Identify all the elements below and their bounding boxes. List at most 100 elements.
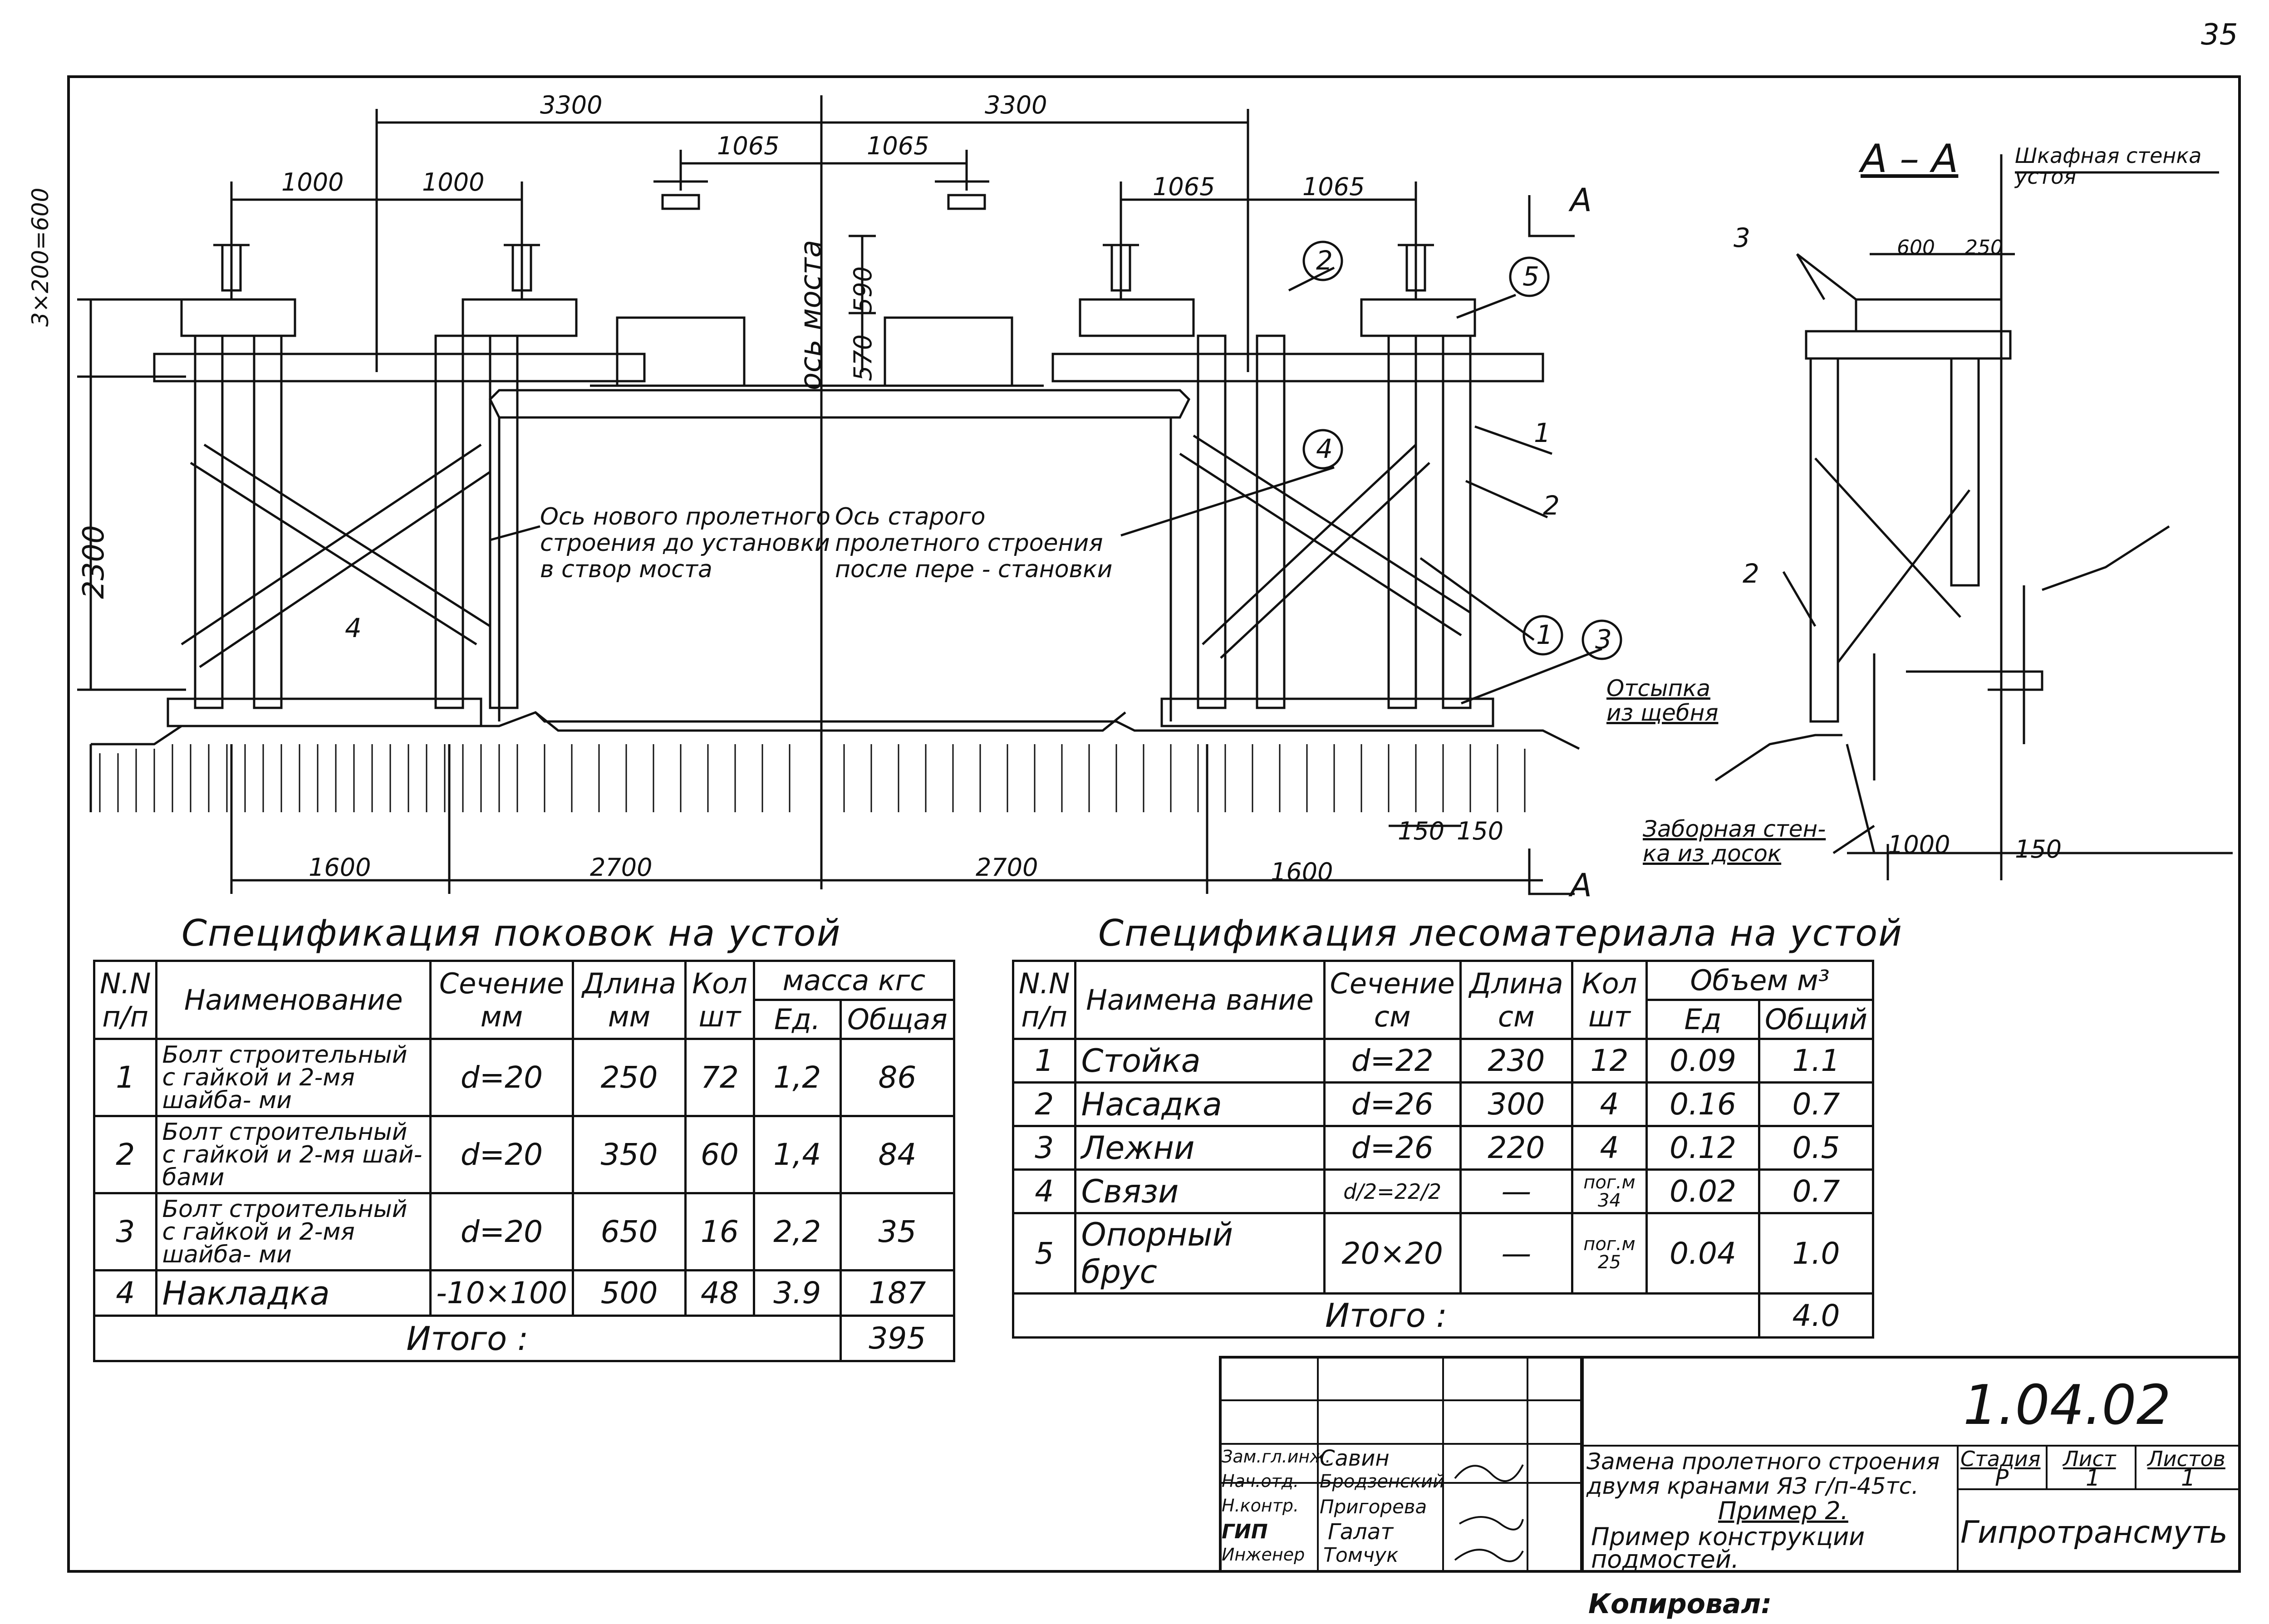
cell-length: — [1459,1168,1573,1214]
cell-n: 4 [1012,1168,1077,1214]
cell-unit: 0.04 [1645,1212,1760,1295]
cell-qty: 72 [684,1038,755,1117]
spec-timber-table: N.N п/п Наимена вание Сечение см Длина с… [1012,960,1875,1339]
title-block: 1.04.02 Зам.гл.инж. Нач.отд. Н.контр. ГИ… [1219,1356,2241,1573]
organization: Гипротрансмуть [1960,1515,2228,1550]
total-label: Итого : [1012,1292,1760,1339]
cell-unit: 0.02 [1645,1168,1760,1214]
label-fence: Заборная стен- ка из досок [1643,816,1826,867]
dim-bottom-2700a: 2700 [590,853,653,882]
cell-name: Болт строительный с гайкой и 2-мя шайба-… [155,1192,432,1271]
section-dim-250: 250 [1965,236,2003,259]
cell-unit: 1,4 [752,1115,842,1194]
cell-qty: 4 [1571,1125,1648,1171]
total-value: 4.0 [1758,1292,1875,1339]
page-number: 35 [2201,18,2238,52]
stage-label: Стадия [1960,1447,2041,1471]
total-row: Итого : 4.0 [1012,1292,1875,1339]
dim-vert-570: 570 [849,334,877,381]
role-3: Н.контр. [1222,1496,1299,1516]
cell-unit: 2,2 [752,1192,842,1271]
dim-top-left: 3300 [540,91,603,119]
cell-section: d=20 [429,1192,575,1271]
drawing-code: 1.04.02 [1963,1374,2171,1437]
dim-vert-590: 590 [849,266,877,313]
cell-total: 0.7 [1758,1081,1875,1127]
cell-total: 0.7 [1758,1168,1875,1214]
table-row: 2 Болт строительный с гайкой и 2-мя шай-… [93,1115,956,1194]
total-label: Итого : [93,1315,842,1362]
col-unit: Ед. [752,999,842,1040]
table-row: 4 Накладка -10×100 500 48 3.9 187 [93,1269,956,1317]
cell-length: 650 [572,1192,687,1271]
cell-total: 1.1 [1758,1038,1875,1084]
copied-by-label: Копировал: [1588,1588,1772,1620]
cell-name: Опорный брус [1074,1212,1326,1295]
col-qty: Кол шт [684,960,755,1040]
col-section: Сечение см [1323,960,1462,1040]
cell-n: 2 [1012,1081,1077,1127]
cell-unit: 1,2 [752,1038,842,1117]
col-nn: N.N п/п [1012,960,1077,1040]
dim-bottom-1600a: 1600 [309,853,371,882]
cell-unit: 3.9 [752,1269,842,1317]
cell-section: d/2=22/2 [1323,1168,1462,1214]
cell-total: 35 [839,1192,956,1271]
dim-vert-600: 3×200=600 [27,187,54,327]
leader-2-section: 2 [1743,558,1759,589]
cell-qty: 12 [1571,1038,1648,1084]
section-mark-top: А [1570,182,1592,219]
role-2: Нач.отд. [1222,1471,1299,1491]
cell-length: 300 [1459,1081,1573,1127]
cell-name: Связи [1074,1168,1326,1214]
col-mass: масса кгс [752,960,956,1001]
cell-total: 1.0 [1758,1212,1875,1295]
drawing-frame [67,75,2241,1573]
cell-n: 5 [1012,1212,1077,1295]
section-mark-bottom: А [1570,867,1592,904]
leader-2: 2 [1543,490,1560,521]
cell-length: 230 [1459,1038,1573,1084]
cell-qty: 4 [1571,1081,1648,1127]
table-row: 1 Болт строительный с гайкой и 2-мя шайб… [93,1038,956,1117]
section-dim-600: 600 [1897,236,1935,259]
signatures [1454,1464,1524,1562]
cell-total: 187 [839,1269,956,1317]
callout-5-circle: 5 [1522,261,1539,292]
label-old-span: Ось старого пролетного строения после пе… [835,503,1113,583]
dim-bottom-150b: 150 [1457,817,1504,845]
col-length: Длина мм [572,960,687,1040]
cell-n: 2 [93,1115,158,1194]
dim-left-1000a: 1000 [281,168,344,196]
sheet-label: Лист [2063,1447,2116,1471]
dim-right-1065a: 1065 [1153,172,1215,201]
spec-forgings-table: N.N п/п Наименование Сечение мм Длина мм… [93,960,956,1362]
cell-name: Болт строительный с гайкой и 2-мя шай- б… [155,1115,432,1194]
cell-length: 350 [572,1115,687,1194]
sheets-label: Листов [2147,1447,2225,1471]
cell-n: 4 [93,1269,158,1317]
cell-length: 220 [1459,1125,1573,1171]
cell-unit: 0.09 [1645,1038,1760,1084]
dim-rail-left: 1065 [717,132,780,160]
cell-name: Насадка [1074,1081,1326,1127]
label-new-span: Ось нового пролетного строения до устано… [540,503,830,583]
spec-timber-title: Спецификация лесоматериала на устой [1098,912,1903,954]
total-value: 395 [839,1315,956,1362]
cell-length: 500 [572,1269,687,1317]
cell-section: d=22 [1323,1038,1462,1084]
role-1: Зам.гл.инж. [1222,1447,1331,1467]
leader-1: 1 [1534,417,1551,448]
section-dim-1000: 1000 [1888,830,1950,859]
name-5: Томчук [1323,1544,1399,1567]
table-row: 3 Лежни d=26 220 4 0.12 0.5 [1012,1125,1875,1171]
role-5: Инженер [1222,1545,1305,1565]
cell-total: 0.5 [1758,1125,1875,1171]
dim-vert-2300: 2300 [77,525,111,599]
cell-name: Лежни [1074,1125,1326,1171]
section-dim-150: 150 [2015,835,2062,864]
cell-unit: 0.16 [1645,1081,1760,1127]
dim-left-1000b: 1000 [422,168,485,196]
